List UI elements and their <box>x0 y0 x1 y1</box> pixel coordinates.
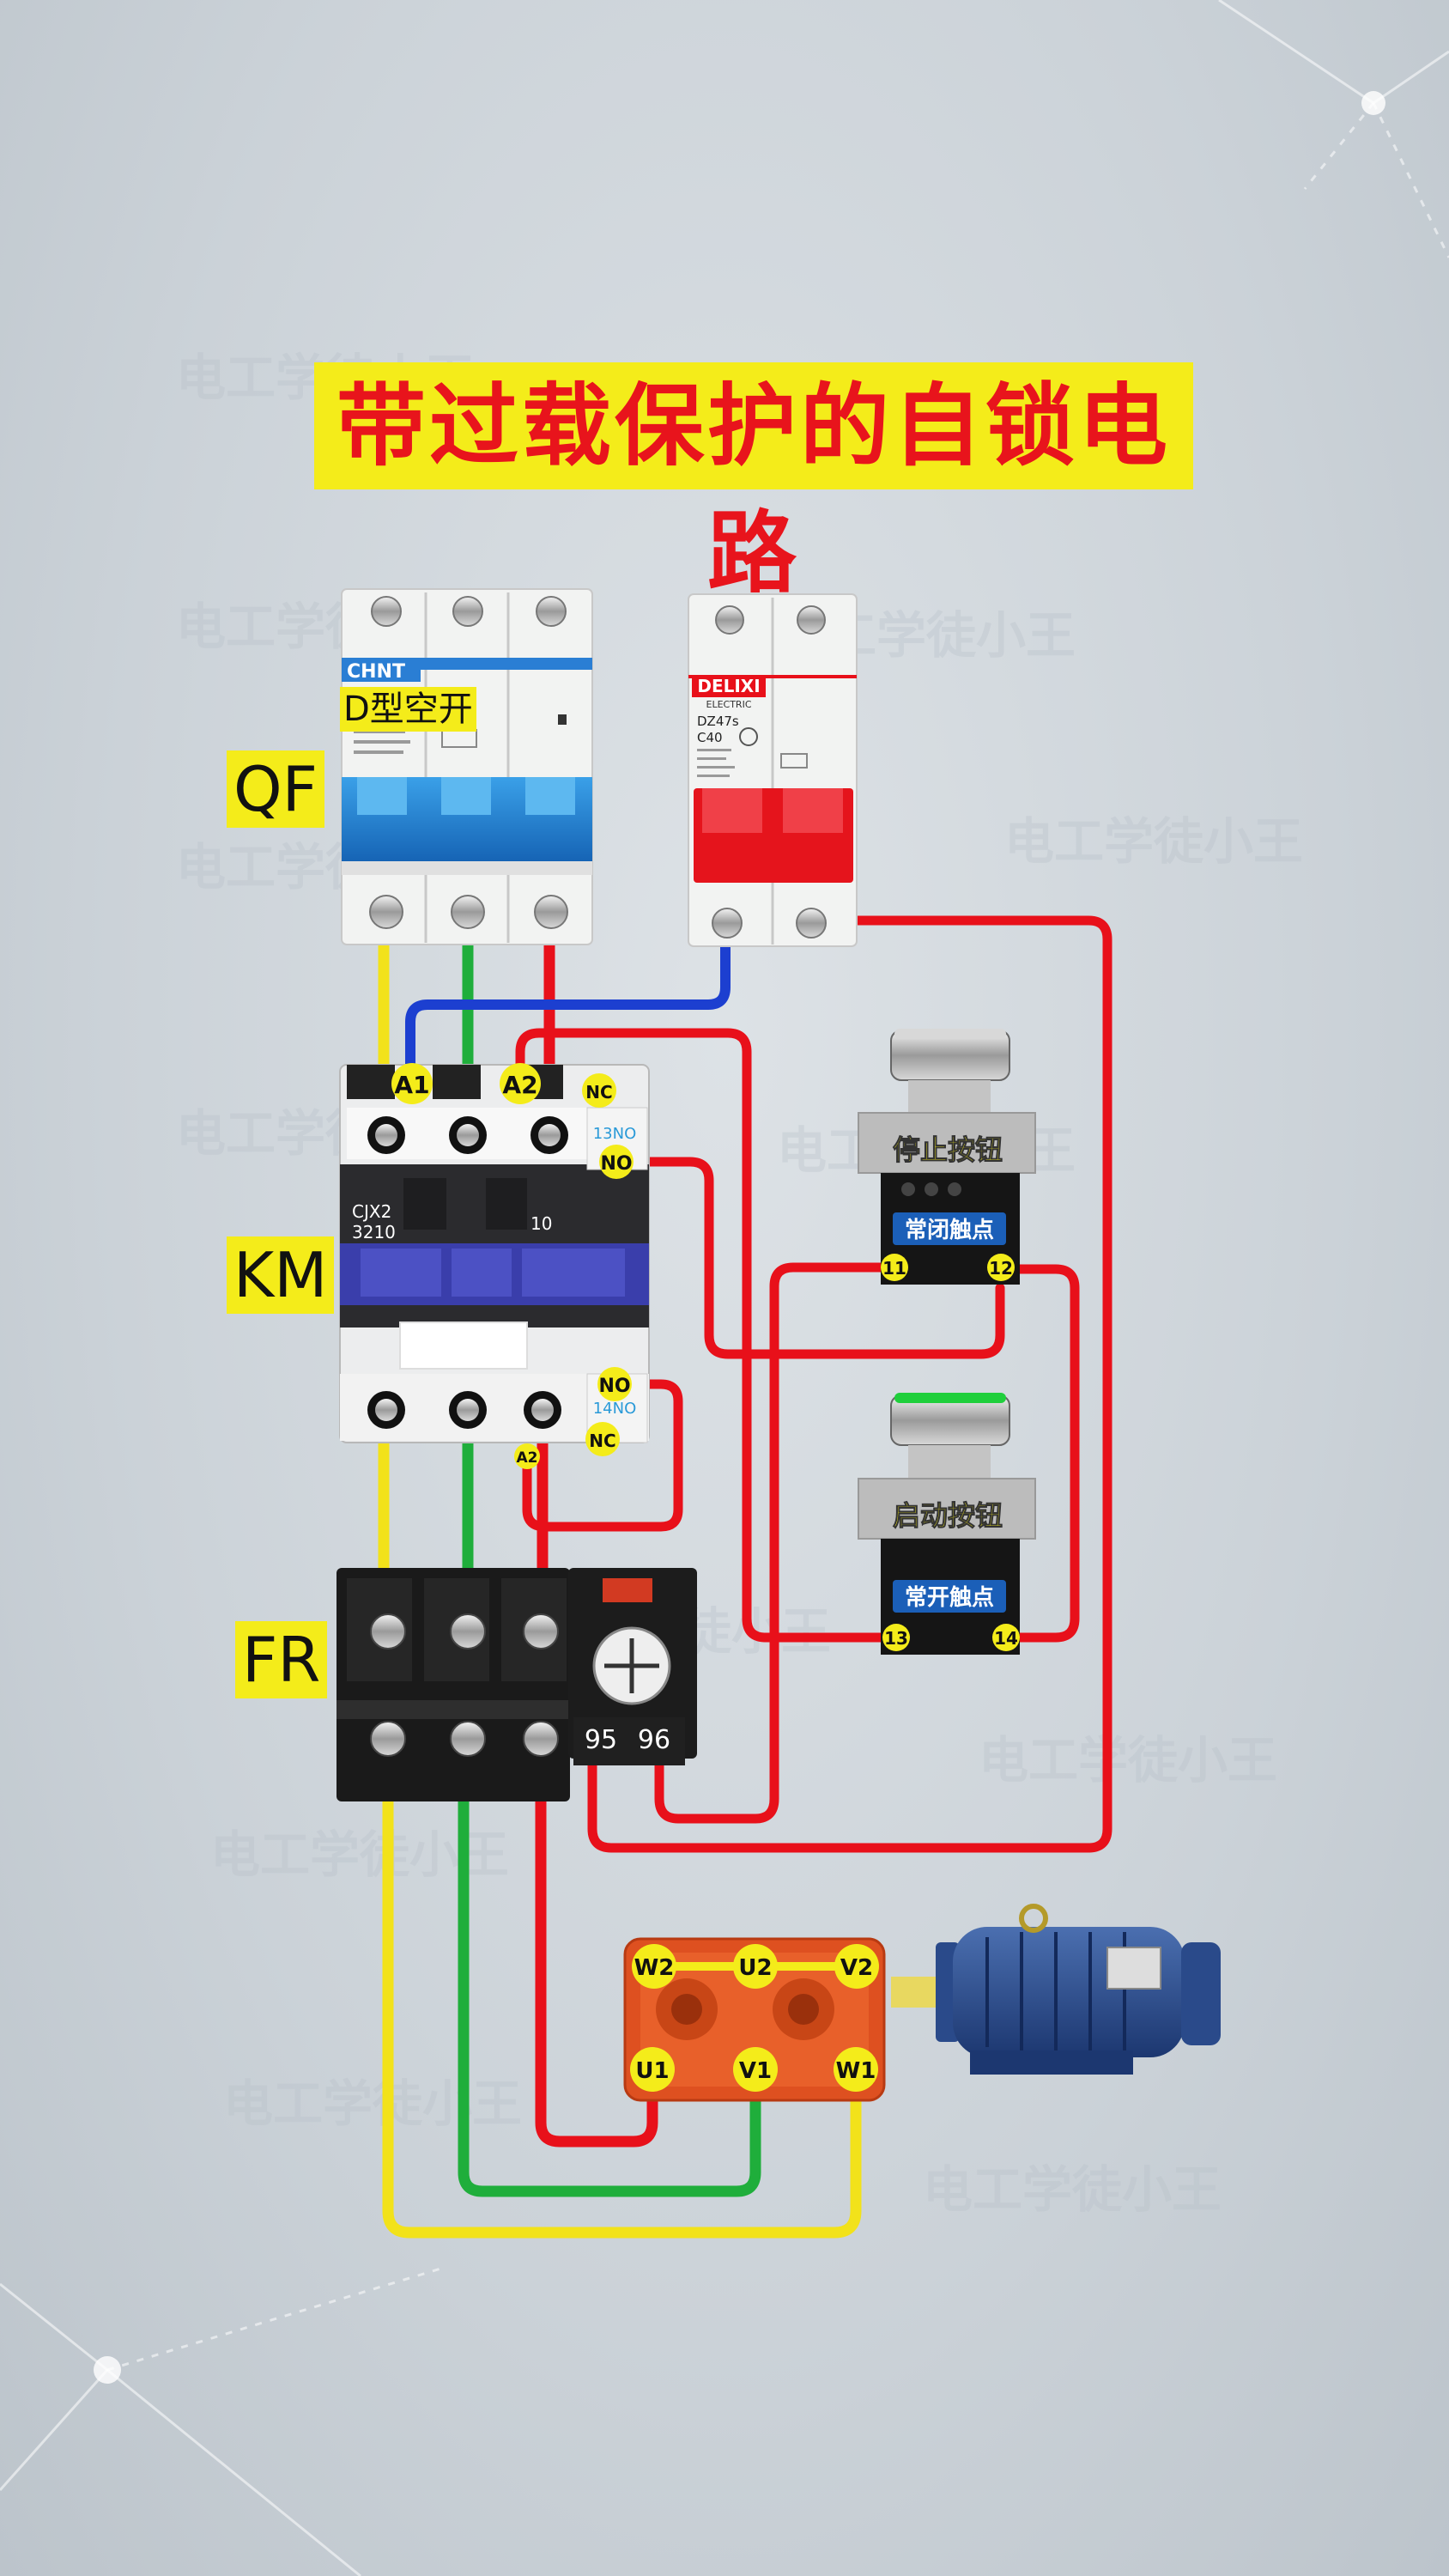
stop-button-label: 停止按钮 <box>893 1133 1003 1166</box>
motor-terminal-u1-label: U1 <box>635 2058 669 2084</box>
terminal-no-bottom-label: NO <box>598 1376 630 1397</box>
motor-terminal-w2-label: W2 <box>634 1955 675 1981</box>
screw-icon <box>715 605 744 635</box>
wire-yellow-motor <box>382 1737 862 2239</box>
overload-terminal-95-label: 95 <box>585 1725 617 1755</box>
wire-red-control <box>613 1157 1005 1359</box>
screw-icon <box>534 895 568 929</box>
contactor-model-line1: CJX2 <box>352 1201 391 1222</box>
wire-red-control <box>522 1379 683 1532</box>
watermark-text: 电工学徒小王 <box>979 1731 1277 1789</box>
main-breaker-qf: CHNT <box>341 588 593 945</box>
delixi-brand-text: DELIXI <box>697 676 760 696</box>
wire-red-motor <box>535 1737 658 2148</box>
start-terminal-14-label: 14 <box>994 1628 1018 1649</box>
terminal-14no-label: 14NO <box>593 1400 637 1418</box>
motor-terminal-u2-label: U2 <box>738 1955 772 1981</box>
fr-label: FR <box>235 1621 328 1698</box>
delixi-model-text: DZ47s <box>697 714 739 729</box>
motor-terminal-box <box>623 1937 886 2102</box>
wire-blue-coil <box>405 914 731 1089</box>
screw-icon <box>452 596 483 627</box>
delixi-rating-text: C40 <box>697 730 723 745</box>
screw-icon <box>451 895 485 929</box>
screw-icon <box>536 596 567 627</box>
button-captions: 停止按钮 常闭触点 启动按钮 常开触点 <box>892 1133 1006 1613</box>
km-label: KM <box>227 1236 335 1314</box>
overload-terminal-96-label: 96 <box>638 1725 670 1755</box>
terminal-a2-lower-label: A2 <box>517 1449 538 1467</box>
screw-icon <box>712 908 743 939</box>
motor-terminal-w1-label: W1 <box>836 2058 876 2084</box>
control-breaker-delixi: DELIXI ELECTRIC DZ47s C40 <box>688 593 858 947</box>
wire-red-control <box>995 1264 1080 1643</box>
terminal-no-top-label: NO <box>600 1153 632 1175</box>
d-type-breaker-label: D型空开 <box>340 687 476 732</box>
start-terminal-13-label: 13 <box>884 1628 908 1649</box>
delixi-sub-brand-text: ELECTRIC <box>706 699 752 710</box>
motor-terminal-v1-label: V1 <box>739 2058 772 2084</box>
stop-terminal-12-label: 12 <box>989 1258 1013 1279</box>
wire-red-control <box>587 915 1113 1853</box>
electric-motor <box>891 1904 1221 2075</box>
terminal-nc-bottom-label: NC <box>589 1431 615 1451</box>
qf-label: QF <box>227 750 325 828</box>
start-button-label: 启动按钮 <box>893 1499 1003 1532</box>
stop-terminal-11-label: 11 <box>882 1258 906 1279</box>
overload-relay-fr <box>336 1568 697 1801</box>
screw-icon <box>796 908 827 939</box>
watermark-text: 电工学徒小王 <box>923 2160 1222 2219</box>
stop-contact-label: 常闭触点 <box>905 1217 994 1243</box>
contactor-model-line2: 3210 <box>352 1222 396 1242</box>
wire-red-control <box>515 1028 898 1643</box>
terminal-badges: A1 A2 NC 13NO NO NO 14NO NC A2 11 12 13 … <box>391 1063 1020 2092</box>
screw-icon <box>797 605 826 635</box>
terminal-nc-top-label: NC <box>585 1082 612 1103</box>
terminal-13no-label: 13NO <box>593 1125 637 1143</box>
title-banner <box>314 362 1193 489</box>
screw-icon <box>369 895 403 929</box>
terminal-a2-label: A2 <box>502 1071 537 1099</box>
contactor-km: CJX2 3210 10 <box>339 1064 650 1443</box>
page-title: 带过载保护的自锁电路 <box>336 374 1171 605</box>
terminal-a1-label: A1 <box>394 1071 429 1099</box>
watermark-text: 电工学徒小王 <box>1004 812 1303 871</box>
wires <box>378 911 1113 2239</box>
wire-green-motor <box>458 1737 761 2197</box>
motor-terminal-v2-label: V2 <box>840 1955 873 1981</box>
start-contact-label: 常开触点 <box>905 1584 994 1611</box>
chnt-brand-text: CHNT <box>347 661 405 683</box>
screw-icon <box>371 596 402 627</box>
contactor-aux-text: 10 <box>530 1213 552 1234</box>
watermark-text: 电工学徒小王 <box>223 2075 522 2133</box>
